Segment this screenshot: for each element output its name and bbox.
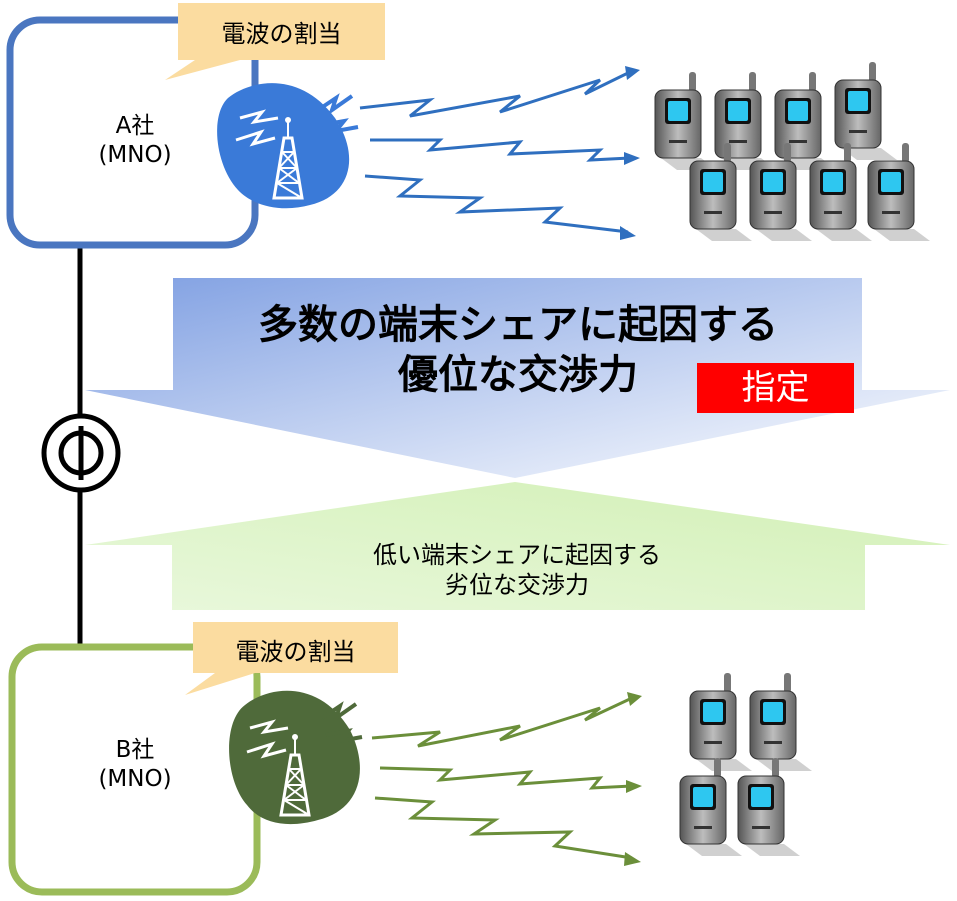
company-b-type: (MNO) [98,765,172,792]
antenna-a-icon [217,83,359,209]
weak-power-text: 低い端末シェアに起因する 劣位な交渉力 [172,540,862,600]
allocation-label-a: 電波の割当 [221,20,342,48]
handsets-a [654,61,931,242]
company-b-label: B社 (MNO) [40,736,230,794]
handsets-b [679,672,813,857]
designation-badge: 指定 [697,363,854,413]
weak-power-line2: 劣位な交渉力 [445,571,589,599]
company-b-name: B社 [115,737,155,763]
strong-power-text: 多数の端末シェアに起因する 優位な交渉力 [173,300,863,400]
allocation-label-b: 電波の割当 [235,638,356,666]
antenna-b-icon [229,690,363,825]
interconnect-icon [41,413,121,493]
strong-power-arrow [85,278,950,478]
allocation-callout-b [185,622,398,695]
company-a-label: A社 (MNO) [40,112,230,170]
weak-power-arrow [85,482,950,610]
strong-power-line2: 優位な交渉力 [398,352,638,398]
company-a-name: A社 [115,113,155,139]
radio-waves-a [359,66,640,240]
company-a-type: (MNO) [98,141,172,168]
allocation-callout-a [165,3,385,80]
strong-power-line1: 多数の端末シェアに起因する [258,302,778,348]
weak-power-line1: 低い端末シェアに起因する [373,541,661,569]
radio-waves-b [371,692,642,866]
